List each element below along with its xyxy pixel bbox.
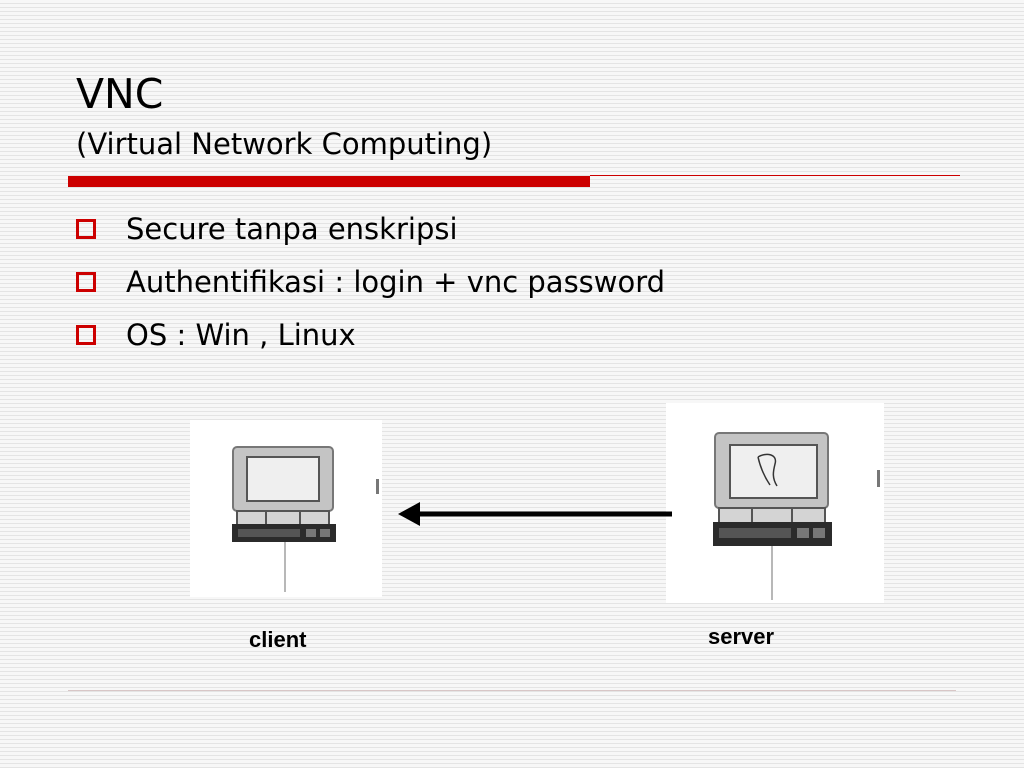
bullet-text: Secure tanpa enskripsi	[126, 211, 458, 246]
bullet-item: OS : Win , Linux	[76, 308, 665, 361]
server-label: server	[708, 624, 775, 649]
slide-subtitle: (Virtual Network Computing)	[76, 127, 493, 161]
footer-divider	[68, 690, 956, 691]
server-computer-icon	[666, 403, 884, 603]
bullet-text: Authentifikasi : login + vnc password	[126, 264, 666, 299]
client-label: client	[249, 627, 307, 652]
bullet-text: OS : Win , Linux	[126, 317, 356, 352]
client-computer-icon	[190, 420, 382, 597]
connection-arrow	[398, 502, 672, 526]
bullet-item: Authentifikasi : login + vnc password	[76, 255, 665, 308]
bullet-item: Secure tanpa enskripsi	[76, 202, 665, 255]
square-bullet-icon	[76, 218, 96, 239]
slide-title: VNC	[76, 70, 164, 118]
title-underline	[68, 176, 590, 187]
square-bullet-icon	[76, 271, 96, 292]
square-bullet-icon	[76, 324, 96, 345]
title-underline-thin	[590, 175, 960, 176]
bullet-list: Secure tanpa enskripsi Authentifikasi : …	[76, 202, 665, 361]
